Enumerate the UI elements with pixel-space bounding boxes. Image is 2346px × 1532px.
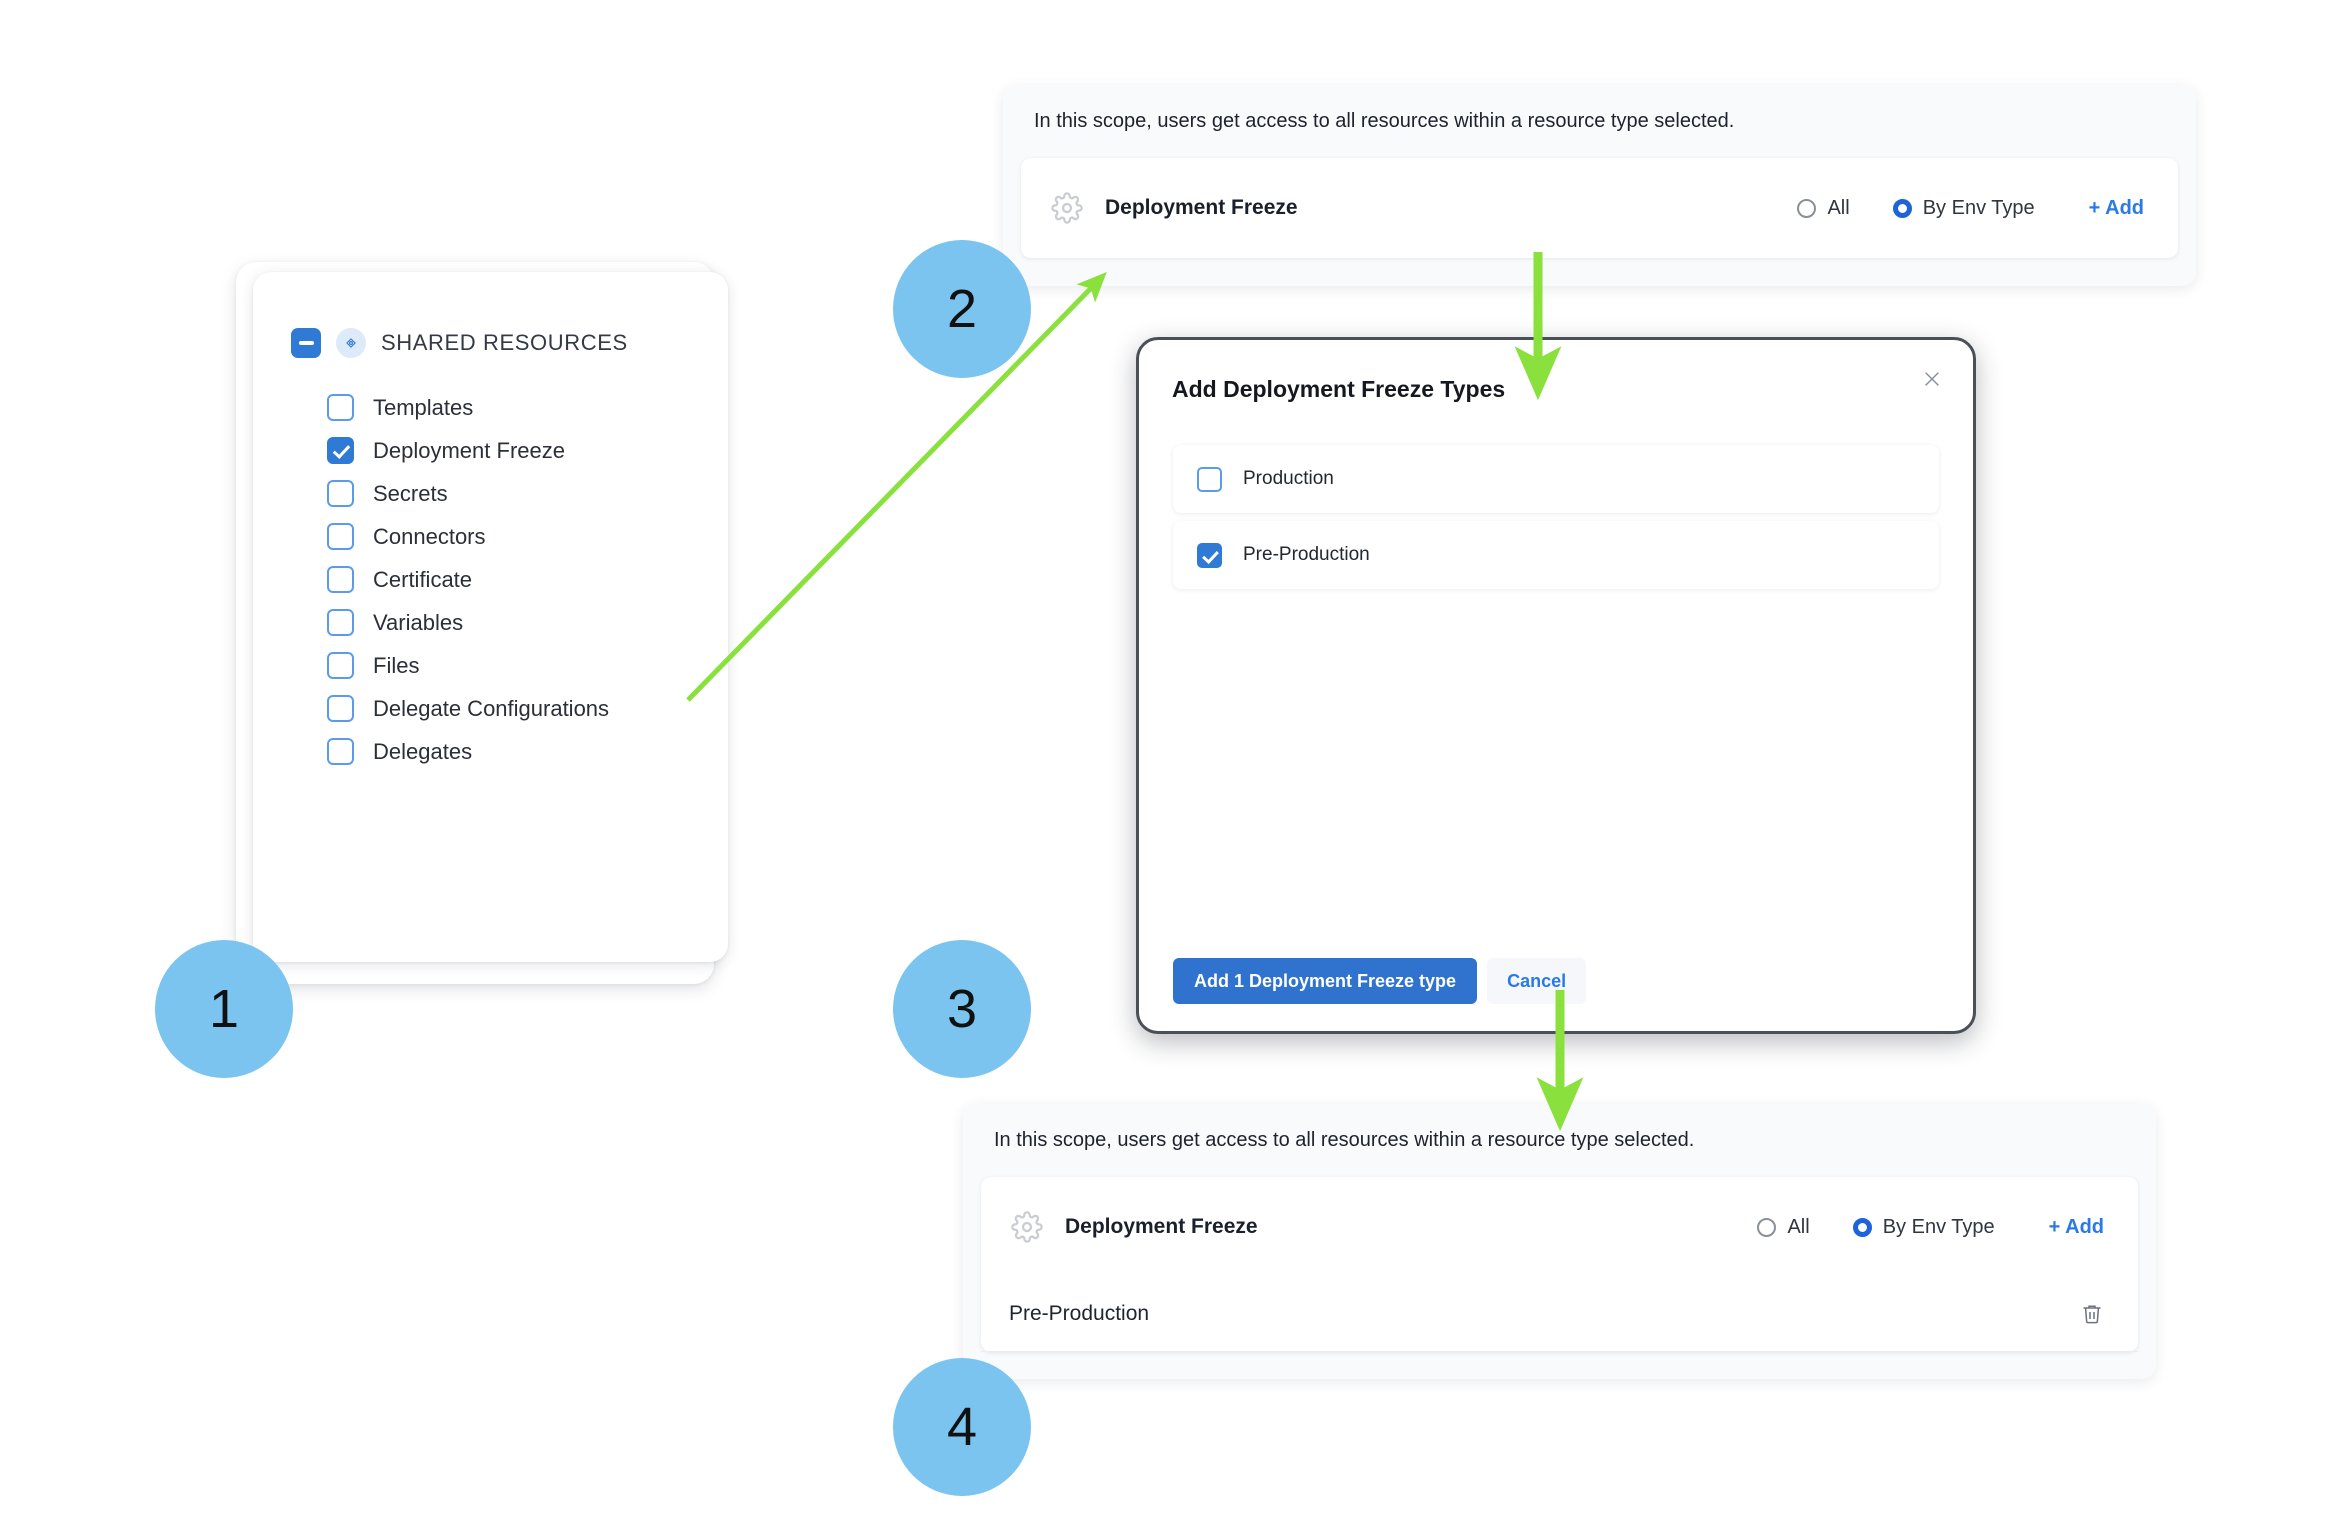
resource-item-delegate-configurations[interactable]: Delegate Configurations xyxy=(253,687,728,730)
scope-resource-name: Deployment Freeze xyxy=(1105,196,1298,219)
scope-resource-card: Deployment Freeze All By Env Type + Add xyxy=(1021,158,2178,258)
radio-by-env-type-icon[interactable] xyxy=(1892,198,1912,218)
resource-item-deployment-freeze[interactable]: Deployment Freeze xyxy=(253,429,728,472)
selected-env-type-row: Pre-Production xyxy=(981,1277,2138,1352)
step-badge-3-number: 3 xyxy=(946,979,978,1039)
resource-item-label: Delegates xyxy=(373,738,473,764)
env-type-option-label: Production xyxy=(1243,468,1334,489)
modal-footer: Add 1 Deployment Freeze type Cancel xyxy=(1173,958,1587,1004)
resource-item-files[interactable]: Files xyxy=(253,644,728,687)
shared-resources-icon xyxy=(336,328,366,358)
add-deployment-freeze-types-modal: Add Deployment Freeze Types Production P… xyxy=(1136,337,1976,1034)
shared-resources-label: SHARED RESOURCES xyxy=(381,330,628,355)
resource-item-label: Connectors xyxy=(373,523,486,549)
resource-item-label: Templates xyxy=(373,394,474,420)
scope-resource-row: Deployment Freeze All By Env Type + Add xyxy=(1021,158,2178,258)
resource-item-secrets[interactable]: Secrets xyxy=(253,472,728,515)
step-badge-2-number: 2 xyxy=(946,279,978,339)
resource-item-label: Deployment Freeze xyxy=(373,437,565,463)
gear-icon xyxy=(1049,190,1085,226)
checkbox-delegates[interactable] xyxy=(327,738,354,765)
close-icon[interactable] xyxy=(1917,364,1947,394)
step-badge-1-number: 1 xyxy=(208,979,240,1039)
checkbox-connectors[interactable] xyxy=(327,523,354,550)
scope-resource-card: Deployment Freeze All By Env Type + Add … xyxy=(981,1177,2138,1352)
checkbox-deployment-freeze[interactable] xyxy=(327,437,354,464)
radio-option-by-env-type[interactable]: By Env Type xyxy=(1852,1215,1995,1239)
checkbox-files[interactable] xyxy=(327,652,354,679)
step-badge-2: 2 xyxy=(893,240,1031,378)
checkbox-secrets[interactable] xyxy=(327,480,354,507)
radio-all-icon[interactable] xyxy=(1757,1217,1777,1237)
checkbox-pre-production[interactable] xyxy=(1197,542,1222,568)
scope-panel-after: In this scope, users get access to all r… xyxy=(963,1104,2156,1379)
radio-by-env-type-label: By Env Type xyxy=(1922,196,2035,219)
env-type-option-pre-production[interactable]: Pre-Production xyxy=(1173,521,1939,589)
resource-item-label: Secrets xyxy=(373,480,448,506)
step-badge-4: 4 xyxy=(893,1358,1031,1496)
scope-mode-radio-group: All By Env Type xyxy=(1797,196,2035,220)
step-badge-3: 3 xyxy=(893,940,1031,1078)
env-type-option-list: Production Pre-Production xyxy=(1173,445,1939,597)
resource-item-label: Certificate xyxy=(373,566,473,592)
resource-item-templates[interactable]: Templates xyxy=(253,386,728,429)
scope-mode-radio-group: All By Env Type xyxy=(1757,1215,1995,1239)
add-env-type-button[interactable]: + Add xyxy=(2048,1215,2104,1238)
checkbox-variables[interactable] xyxy=(327,609,354,636)
add-env-type-button[interactable]: + Add xyxy=(2088,196,2144,219)
scope-note: In this scope, users get access to all r… xyxy=(994,1129,1695,1151)
scope-panel-before: In this scope, users get access to all r… xyxy=(1003,85,2196,286)
resource-item-certificate[interactable]: Certificate xyxy=(253,558,728,601)
checkbox-templates[interactable] xyxy=(327,394,354,421)
resource-item-variables[interactable]: Variables xyxy=(253,601,728,644)
checkbox-production[interactable] xyxy=(1197,466,1222,492)
checkbox-delegate-configurations[interactable] xyxy=(327,695,354,722)
selected-env-type-label: Pre-Production xyxy=(1009,1302,1150,1325)
shared-resources-header[interactable]: SHARED RESOURCES xyxy=(253,272,728,358)
resource-item-label: Files xyxy=(373,652,420,678)
scope-resource-row: Deployment Freeze All By Env Type + Add xyxy=(981,1177,2138,1277)
radio-option-all[interactable]: All xyxy=(1757,1215,1810,1239)
checkbox-certificate[interactable] xyxy=(327,566,354,593)
radio-all-label: All xyxy=(1827,196,1850,219)
scope-note: In this scope, users get access to all r… xyxy=(1034,110,1735,132)
resource-tree-card: SHARED RESOURCES Templates Deployment Fr… xyxy=(253,272,728,962)
env-type-option-label: Pre-Production xyxy=(1243,544,1370,565)
cancel-button[interactable]: Cancel xyxy=(1487,958,1587,1004)
radio-all-label: All xyxy=(1787,1215,1810,1238)
resource-item-label: Delegate Configurations xyxy=(373,695,610,721)
resource-item-delegates[interactable]: Delegates xyxy=(253,730,728,773)
radio-option-by-env-type[interactable]: By Env Type xyxy=(1892,196,2035,220)
minus-icon[interactable] xyxy=(291,328,321,358)
step-badge-1: 1 xyxy=(155,940,293,1078)
trash-icon[interactable] xyxy=(2080,1302,2104,1326)
resource-item-connectors[interactable]: Connectors xyxy=(253,515,728,558)
env-type-option-production[interactable]: Production xyxy=(1173,445,1939,513)
radio-all-icon[interactable] xyxy=(1797,198,1817,218)
scope-resource-name: Deployment Freeze xyxy=(1065,1215,1258,1238)
gear-icon xyxy=(1009,1209,1045,1245)
step-badge-4-number: 4 xyxy=(946,1397,978,1457)
radio-by-env-type-icon[interactable] xyxy=(1852,1217,1872,1237)
resource-item-label: Variables xyxy=(373,609,464,635)
radio-option-all[interactable]: All xyxy=(1797,196,1850,220)
radio-by-env-type-label: By Env Type xyxy=(1882,1215,1995,1238)
modal-title: Add Deployment Freeze Types xyxy=(1172,376,1506,402)
arrow-1-to-2 xyxy=(686,271,1107,702)
add-deployment-freeze-type-button[interactable]: Add 1 Deployment Freeze type xyxy=(1173,958,1478,1004)
resource-type-list: Templates Deployment Freeze Secrets Conn… xyxy=(253,358,728,773)
